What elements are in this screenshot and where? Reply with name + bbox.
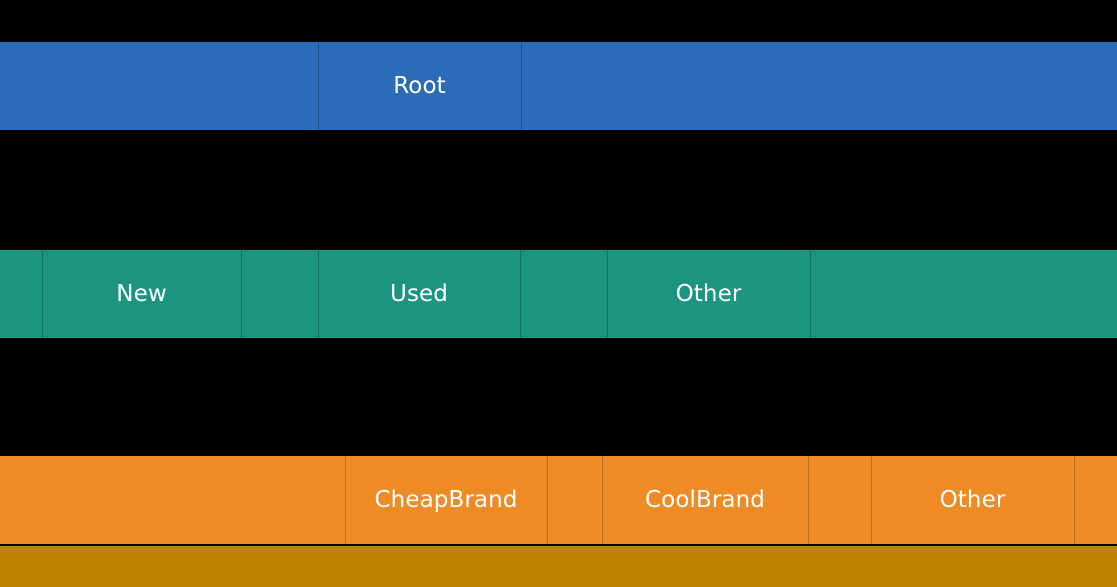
node-unlabeled[interactable] bbox=[0, 546, 1117, 587]
node-other[interactable]: Other bbox=[607, 250, 810, 338]
node-other[interactable]: Other bbox=[871, 456, 1074, 544]
node-divider bbox=[318, 250, 319, 338]
node-divider bbox=[345, 456, 346, 544]
node-cheapbrand[interactable]: CheapBrand bbox=[345, 456, 547, 544]
node-unlabeled[interactable] bbox=[1074, 456, 1117, 544]
node-divider bbox=[1074, 456, 1075, 544]
node-unlabeled[interactable] bbox=[241, 250, 318, 338]
chart-level-brand: CheapBrand CoolBrand Other bbox=[0, 456, 1117, 544]
node-unlabeled[interactable] bbox=[808, 456, 871, 544]
node-divider bbox=[42, 250, 43, 338]
node-label: CoolBrand bbox=[645, 486, 765, 513]
node-divider bbox=[810, 250, 811, 338]
node-coolbrand[interactable]: CoolBrand bbox=[602, 456, 808, 544]
node-label: Other bbox=[675, 280, 742, 307]
node-used[interactable]: Used bbox=[318, 250, 520, 338]
node-unlabeled[interactable] bbox=[0, 42, 318, 130]
node-root[interactable]: Root bbox=[318, 42, 521, 130]
node-unlabeled[interactable] bbox=[0, 456, 345, 544]
node-divider bbox=[241, 250, 242, 338]
chart-level-root: Root bbox=[0, 42, 1117, 130]
node-unlabeled[interactable] bbox=[520, 250, 607, 338]
node-divider bbox=[547, 456, 548, 544]
chart-level-condition: New Used Other bbox=[0, 250, 1117, 338]
node-divider bbox=[808, 456, 809, 544]
node-unlabeled[interactable] bbox=[0, 250, 42, 338]
node-divider bbox=[521, 42, 522, 130]
node-unlabeled[interactable] bbox=[547, 456, 602, 544]
node-label: Other bbox=[939, 486, 1006, 513]
node-divider bbox=[520, 250, 521, 338]
node-divider bbox=[607, 250, 608, 338]
node-label: CheapBrand bbox=[374, 486, 518, 513]
chart-level-leaf bbox=[0, 546, 1117, 587]
node-unlabeled[interactable] bbox=[810, 250, 1117, 338]
node-divider bbox=[871, 456, 872, 544]
node-divider bbox=[602, 456, 603, 544]
node-label: Used bbox=[390, 280, 448, 307]
node-unlabeled[interactable] bbox=[521, 42, 1117, 130]
node-divider bbox=[318, 42, 319, 130]
node-label: Root bbox=[393, 72, 446, 99]
node-label: New bbox=[116, 280, 167, 307]
node-new[interactable]: New bbox=[42, 250, 241, 338]
